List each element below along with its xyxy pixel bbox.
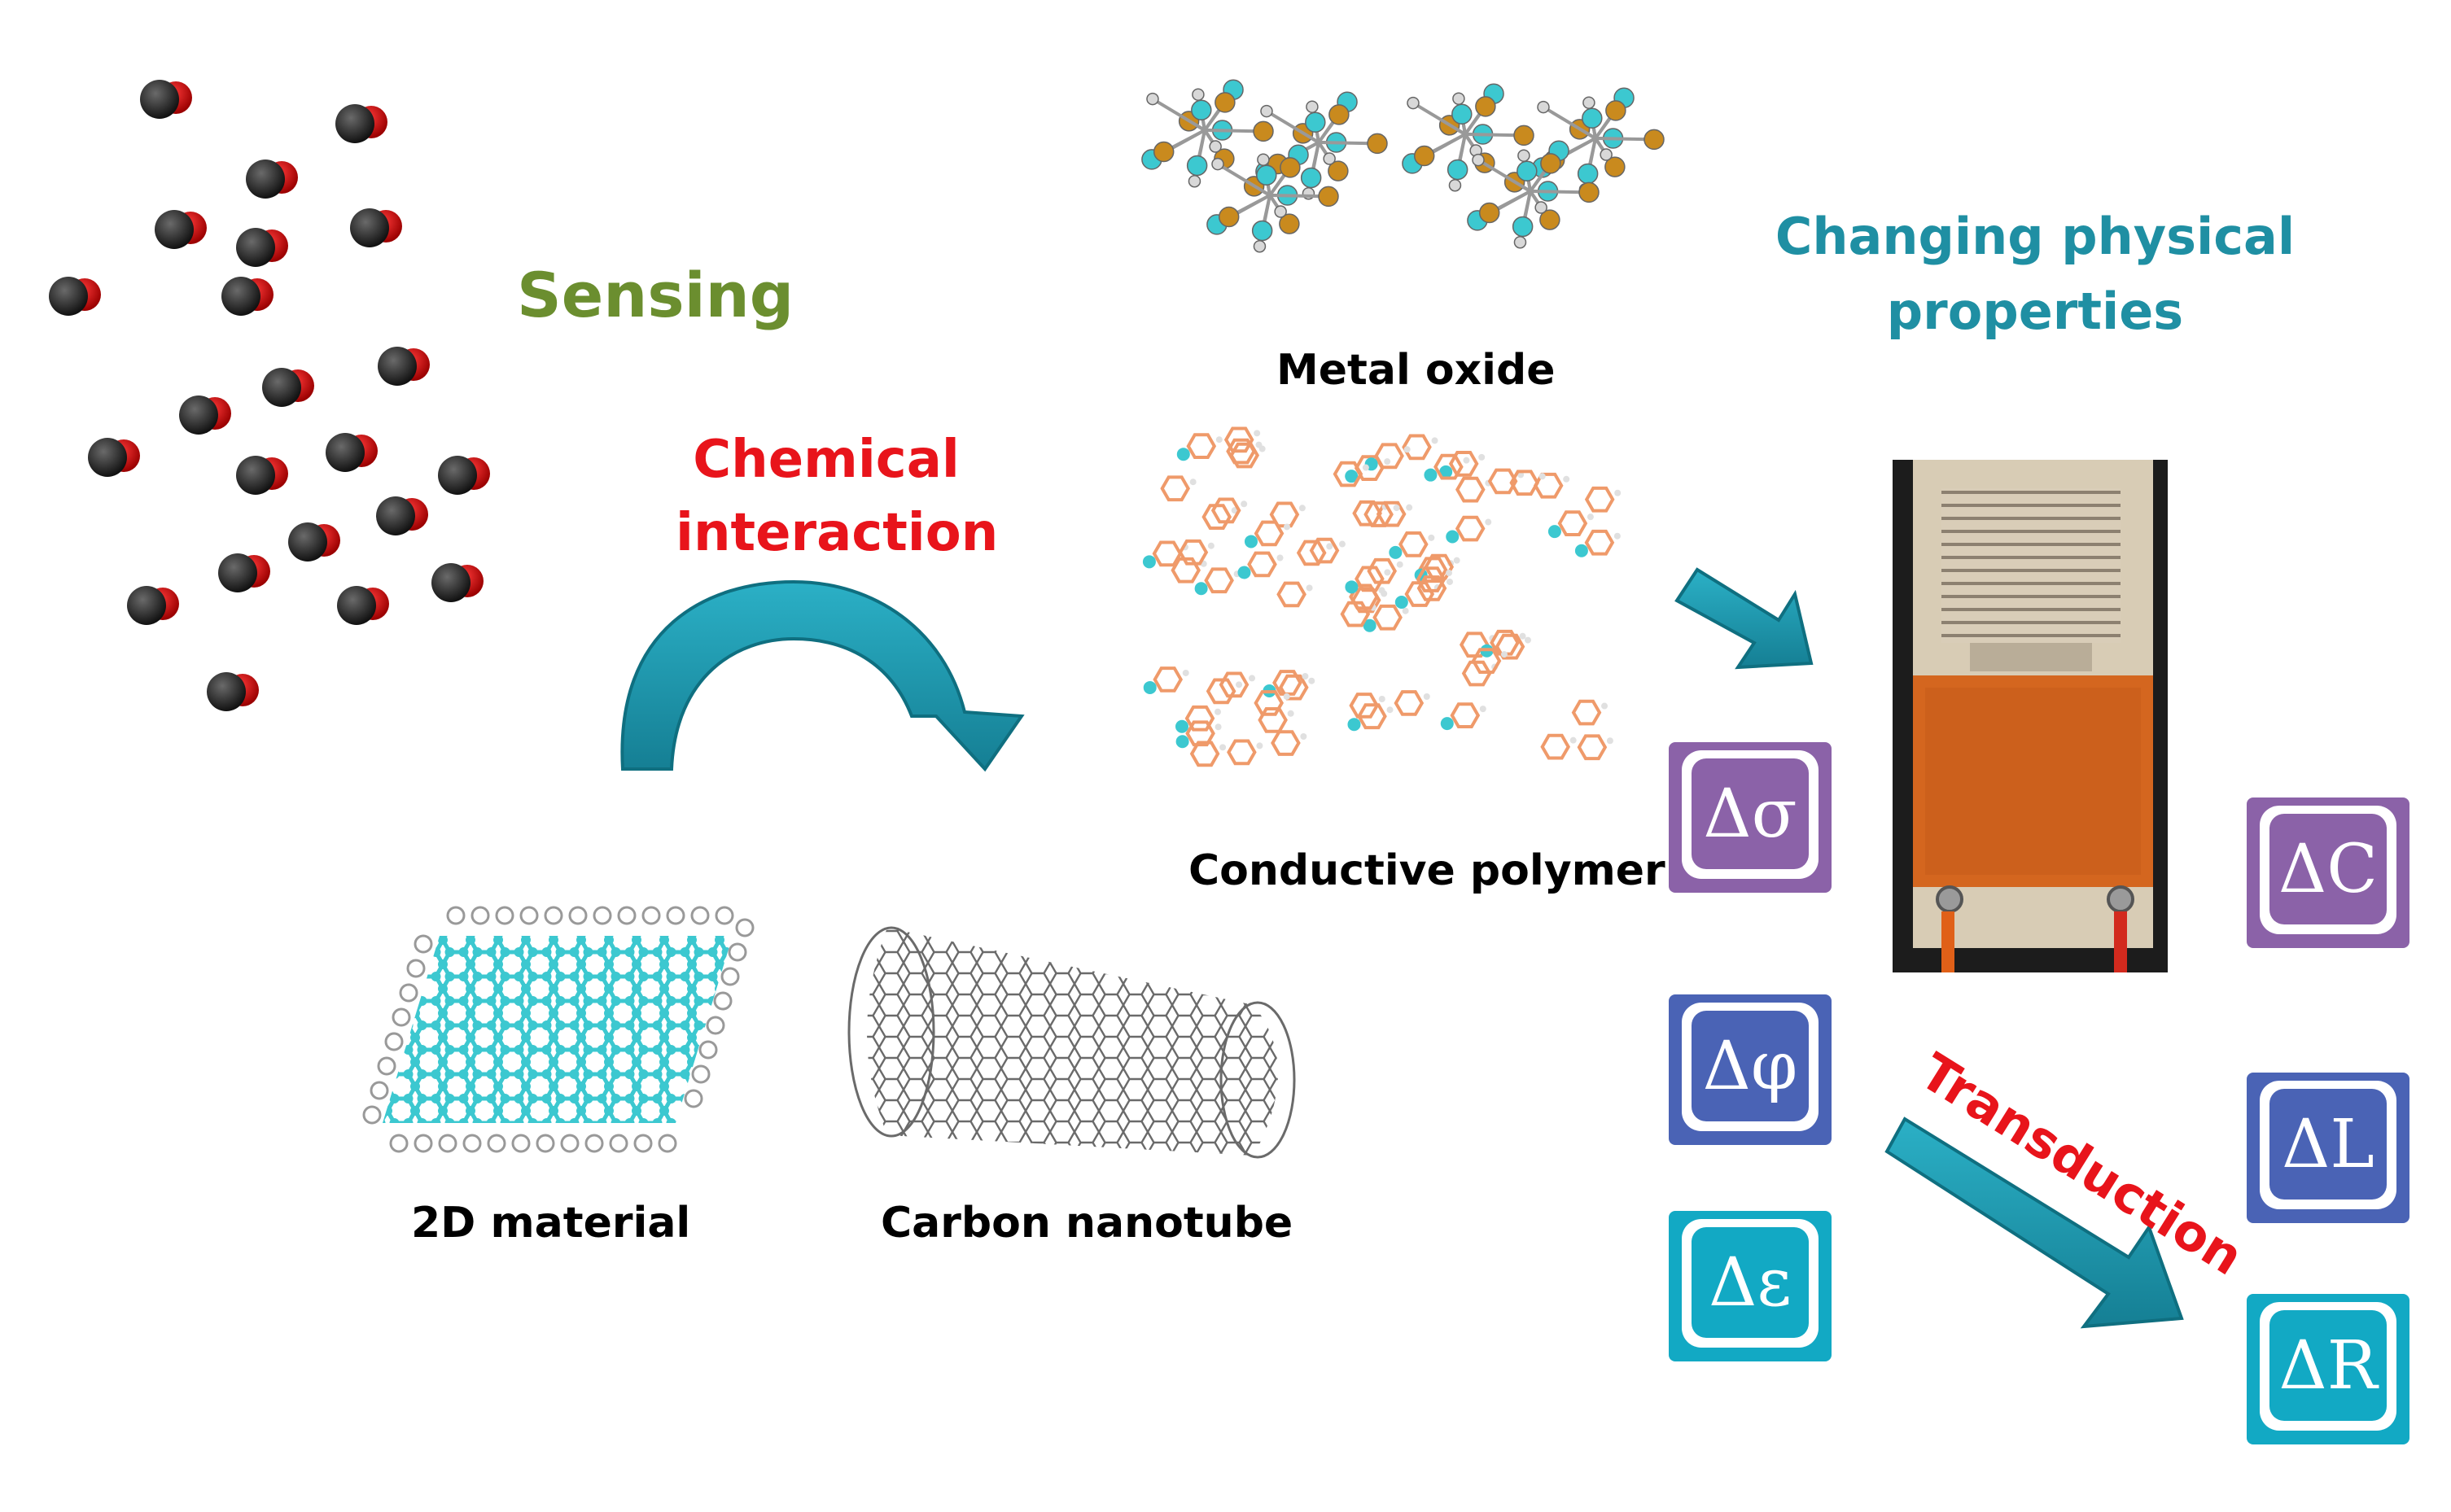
2d-material-label: 2D material — [411, 1199, 691, 1248]
gas-molecule-icon — [378, 347, 430, 386]
gas-molecule-icon — [335, 104, 387, 143]
gas-molecules — [49, 80, 490, 711]
gas-molecule-icon — [88, 438, 140, 477]
gas-molecule-icon — [127, 586, 179, 625]
gas-molecule-icon — [350, 208, 402, 247]
gas-molecule-icon — [288, 522, 340, 562]
gas-molecule-icon — [337, 586, 389, 625]
sensor-device-photo — [1893, 460, 2168, 972]
gas-molecule-icon — [376, 496, 428, 535]
tile-delta-c: ΔC — [2247, 798, 2409, 948]
metal-oxide-structure — [1141, 79, 1665, 253]
sensing-label: Sensing — [517, 259, 794, 331]
curved-arrow-icon — [620, 579, 1025, 772]
carbon-nanotube-label: Carbon nanotube — [881, 1199, 1293, 1248]
gas-molecule-icon — [438, 456, 490, 495]
2d-material-structure — [362, 906, 755, 1153]
conductive-polymer-structure — [1142, 426, 1622, 767]
gas-molecule-icon — [207, 672, 259, 711]
gas-molecule-icon — [221, 277, 274, 316]
gas-molecule-icon — [246, 160, 298, 199]
metal-oxide-label: Metal oxide — [1276, 346, 1556, 395]
chemical-interaction-label: Chemical interaction — [676, 430, 999, 563]
tile-delta-sigma: Δσ — [1669, 742, 1832, 893]
gas-molecule-icon — [236, 456, 288, 495]
arrow-to-sensor-icon — [1674, 567, 1814, 670]
tile-delta-l: ΔL — [2247, 1073, 2409, 1223]
tile-delta-epsilon: Δε — [1669, 1211, 1832, 1361]
carbon-nanotube-structure — [847, 926, 1296, 1159]
gas-molecule-icon — [236, 228, 288, 267]
changing-physical-properties-label: Changing physical properties — [1775, 207, 2296, 341]
gas-molecule-icon — [179, 395, 231, 435]
gas-molecule-icon — [262, 368, 314, 407]
gas-molecule-icon — [49, 277, 101, 316]
gas-molecule-icon — [326, 433, 378, 472]
conductive-polymer-label: Conductive polymer — [1188, 846, 1665, 895]
gas-molecule-icon — [155, 210, 207, 249]
tile-delta-r: ΔR — [2247, 1294, 2409, 1444]
tile-delta-phi: Δφ — [1669, 994, 1832, 1145]
transduction-arrow-icon — [1884, 1117, 2184, 1329]
gas-molecule-icon — [140, 80, 192, 119]
gas-molecule-icon — [218, 553, 270, 592]
gas-molecule-icon — [431, 563, 484, 602]
